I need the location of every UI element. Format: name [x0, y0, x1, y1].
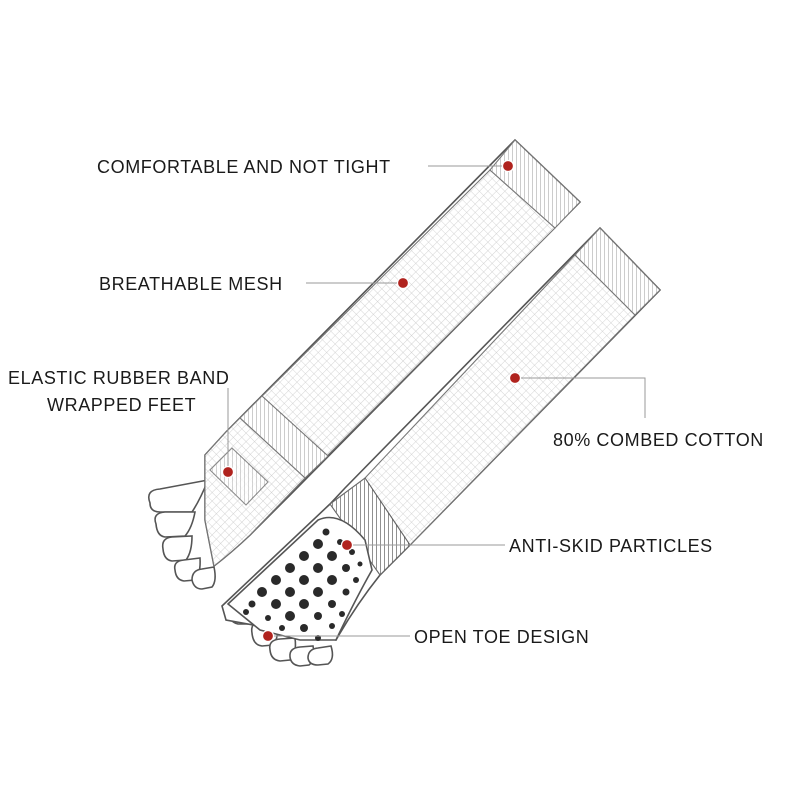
label-opentoe: OPEN TOE DESIGN	[414, 627, 589, 647]
callout-markers	[221, 159, 522, 643]
marker-cotton	[508, 371, 522, 385]
marker-opentoe	[261, 629, 275, 643]
label-breathable: BREATHABLE MESH	[99, 274, 283, 294]
marker-breathable	[396, 276, 410, 290]
right-sock-illustration	[221, 226, 662, 667]
label-cotton: 80% COMBED COTTON	[553, 430, 764, 450]
left-sock-rubber-band	[209, 447, 269, 506]
leader-lines	[227, 165, 646, 637]
label-elastic-line2: WRAPPED FEET	[47, 395, 196, 415]
anti-skid-dots	[243, 528, 363, 641]
right-sock-cuff	[574, 227, 661, 316]
callout-labels: COMFORTABLE AND NOT TIGHT BREATHABLE MES…	[8, 157, 764, 647]
marker-elastic	[221, 465, 235, 479]
label-antiskid: ANTI-SKID PARTICLES	[509, 536, 713, 556]
label-comfortable: COMFORTABLE AND NOT TIGHT	[97, 157, 391, 177]
left-sock-toes	[147, 478, 216, 590]
marker-antiskid	[340, 538, 354, 552]
label-elastic-line1: ELASTIC RUBBER BAND	[8, 368, 229, 388]
marker-comfortable	[501, 159, 515, 173]
